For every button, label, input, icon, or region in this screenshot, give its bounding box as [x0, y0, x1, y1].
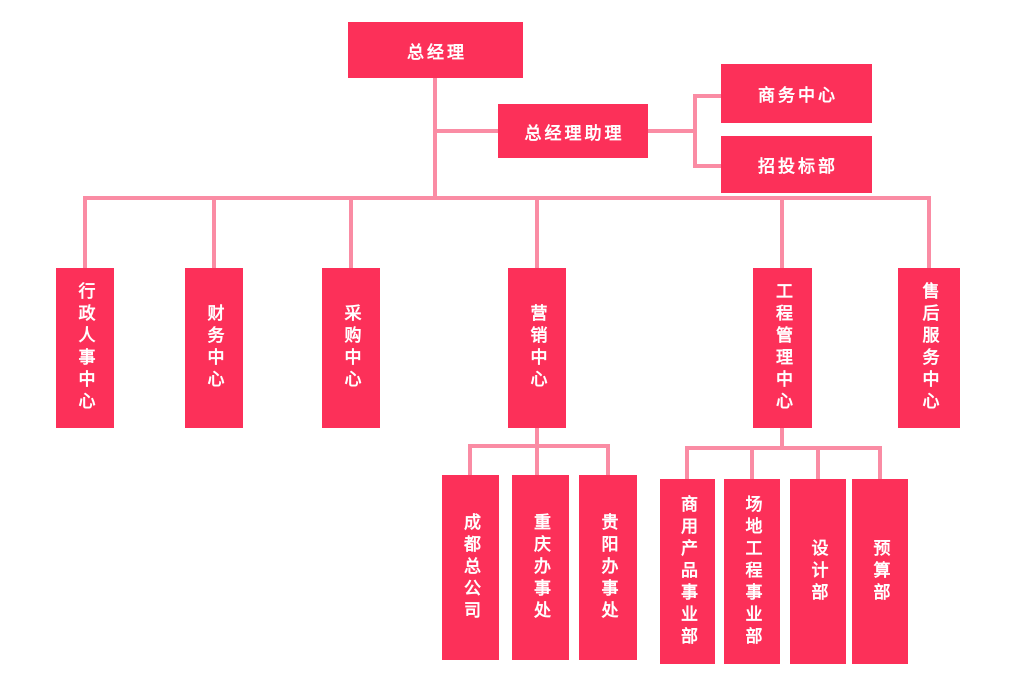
- connector-drop-marketing: [535, 196, 539, 268]
- node-bidding-department-label: 招投标部: [758, 157, 838, 177]
- connector-drop-site-eng: [750, 446, 754, 479]
- node-chongqing-office-label: 重庆办事处: [530, 512, 550, 623]
- node-finance-center[interactable]: 财务中心: [185, 268, 243, 428]
- node-chengdu-head-office-label: 成都总公司: [460, 512, 480, 623]
- connector-main-span: [83, 196, 931, 200]
- connector-drop-engineering: [780, 196, 784, 268]
- node-marketing-center-label: 营销中心: [526, 304, 547, 392]
- node-procurement-center-label: 采购中心: [340, 304, 361, 392]
- node-design-department[interactable]: 设计部: [790, 479, 846, 664]
- connector-drop-procurement: [349, 196, 353, 268]
- connector-drop-commercial: [685, 446, 689, 479]
- node-engineering-mgmt-center-label: 工程管理中心: [772, 282, 792, 414]
- node-commercial-products-division-label: 商用产品事业部: [677, 494, 697, 649]
- connector-drop-after-sales: [927, 196, 931, 268]
- node-business-center-label: 商务中心: [758, 86, 838, 106]
- node-budget-department[interactable]: 预算部: [852, 479, 908, 664]
- connector-drop-design: [816, 446, 820, 479]
- node-gm-assistant-label: 总经理助理: [524, 123, 625, 144]
- node-commercial-products-division[interactable]: 商用产品事业部: [660, 479, 715, 664]
- connector-marketing-span: [468, 444, 610, 448]
- node-finance-center-label: 财务中心: [203, 304, 224, 392]
- node-procurement-center[interactable]: 采购中心: [322, 268, 380, 428]
- connector-engineering-span: [685, 446, 882, 450]
- node-design-department-label: 设计部: [807, 538, 828, 605]
- node-gm-assistant[interactable]: 总经理助理: [498, 104, 648, 158]
- connector-assistant-right-stub: [648, 129, 695, 133]
- connector-drop-admin-hr: [83, 196, 87, 268]
- node-general-manager[interactable]: 总经理: [348, 22, 523, 78]
- node-guiyang-office[interactable]: 贵阳办事处: [579, 475, 637, 660]
- connector-drop-budget: [878, 446, 882, 479]
- connector-gm-trunk: [433, 78, 437, 200]
- connector-assistant-bracket: [693, 94, 697, 168]
- node-after-sales-center-label: 售后服务中心: [918, 282, 939, 414]
- node-guiyang-office-label: 贵阳办事处: [597, 512, 618, 623]
- connector-engineering-trunk: [780, 428, 784, 450]
- node-site-engineering-division[interactable]: 场地工程事业部: [724, 479, 780, 664]
- node-site-engineering-division-label: 场地工程事业部: [741, 494, 762, 649]
- connector-to-business-center: [695, 94, 721, 98]
- node-admin-hr-center-label: 行政人事中心: [74, 282, 95, 414]
- connector-drop-finance: [212, 196, 216, 268]
- connector-drop-guiyang: [606, 444, 610, 475]
- node-admin-hr-center[interactable]: 行政人事中心: [56, 268, 114, 428]
- node-general-manager-label: 总经理: [407, 42, 467, 63]
- connector-gm-to-assistant: [435, 129, 498, 133]
- node-engineering-mgmt-center[interactable]: 工程管理中心: [753, 268, 812, 428]
- node-bidding-department[interactable]: 招投标部: [721, 136, 872, 193]
- node-after-sales-center[interactable]: 售后服务中心: [898, 268, 960, 428]
- node-chongqing-office[interactable]: 重庆办事处: [512, 475, 569, 660]
- connector-marketing-trunk: [535, 428, 539, 475]
- node-budget-department-label: 预算部: [869, 538, 890, 605]
- connector-drop-chengdu: [468, 444, 472, 475]
- node-business-center[interactable]: 商务中心: [721, 64, 872, 123]
- node-marketing-center[interactable]: 营销中心: [508, 268, 566, 428]
- connector-to-bidding-dept: [695, 164, 721, 168]
- node-chengdu-head-office[interactable]: 成都总公司: [442, 475, 499, 660]
